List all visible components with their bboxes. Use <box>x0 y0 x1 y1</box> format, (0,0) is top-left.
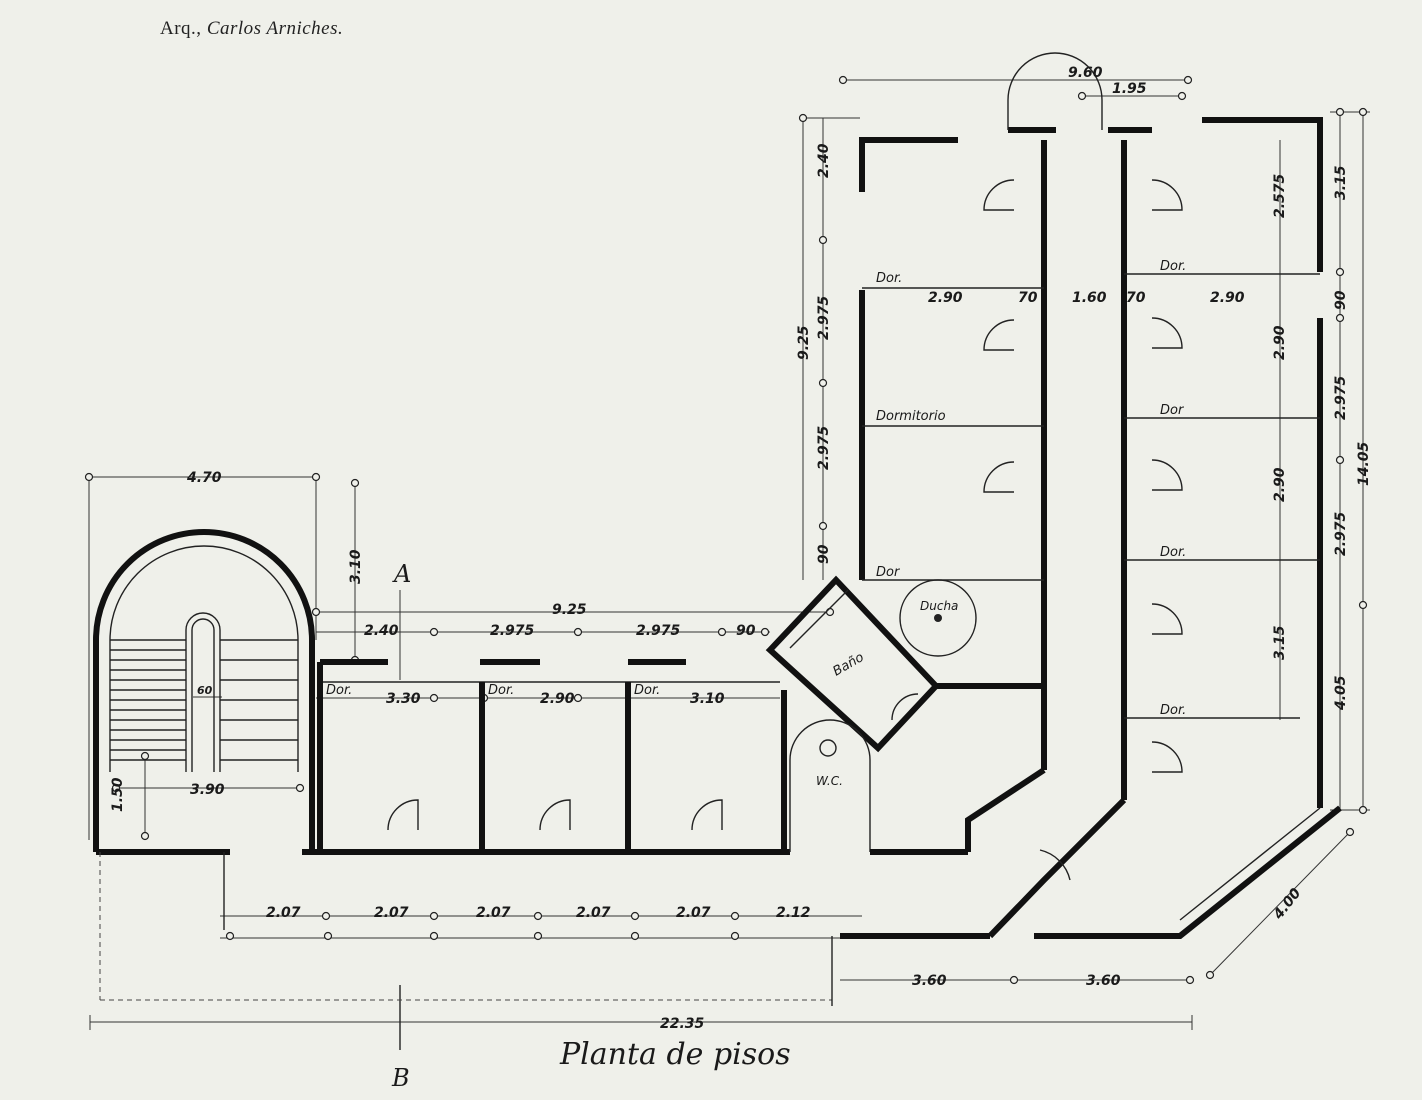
dim-room-290: 2.90 <box>540 691 575 707</box>
dim-right-2575: 2.575 <box>1272 173 1288 218</box>
room-labels: Dor. Dormitorio Dor Dor. Dor Dor. Dor. D… <box>326 259 1186 788</box>
room-label-dor-5: Dor. <box>1160 545 1186 560</box>
dim-stair-60: 60 <box>197 684 213 697</box>
room-label-wc: W.C. <box>816 774 843 788</box>
dim-row-290-a: 2.90 <box>928 290 963 306</box>
dim-stair-width: 4.70 <box>186 470 222 486</box>
dim-wing-925: 9.25 <box>552 602 587 618</box>
dim-total-2235: 22.35 <box>660 1016 705 1032</box>
dim-far-2975-a: 2.975 <box>1333 375 1349 420</box>
room-label-dor-6: Dor. <box>1160 703 1186 718</box>
dim-row-70-a: 70 <box>1018 290 1038 306</box>
section-mark-a: A <box>392 560 411 588</box>
room-label-dor-3: Dor. <box>1160 259 1186 274</box>
dim-far-1405: 14.05 <box>1356 441 1372 486</box>
dim-terr-4: 2.07 <box>576 905 611 921</box>
dim-terr-6: 2.12 <box>776 905 811 921</box>
dim-left-total: 9.25 <box>796 325 812 360</box>
dim-row-70-b: 70 <box>1126 290 1146 306</box>
author-prefix: Arq., <box>160 18 202 39</box>
drawing-title: Planta de pisos <box>559 1037 791 1072</box>
dim-stair-390: 3.90 <box>190 782 225 798</box>
dim-top-width: 9.60 <box>1068 65 1103 81</box>
dim-left-h3: 2.975 <box>816 425 832 470</box>
dim-diag-400: 4.00 <box>1270 885 1305 923</box>
room-label-bano: Baño <box>831 650 867 680</box>
dim-row-290-b: 2.90 <box>1210 290 1245 306</box>
room-label-dor-4: Dor <box>1160 403 1185 418</box>
dim-stair-310: 3.10 <box>348 549 364 584</box>
room-label-dor-1: Dor. <box>876 271 902 286</box>
shower-tray <box>899 579 977 657</box>
dim-stair-150: 1.50 <box>110 777 126 812</box>
wc-bowl <box>819 739 837 757</box>
dim-wing-90: 90 <box>736 623 756 639</box>
room-label-dormitorio: Dormitorio <box>876 409 946 424</box>
room-label-dor-2: Dor <box>876 565 901 580</box>
dim-right-290-b: 2.90 <box>1272 467 1288 502</box>
dim-room-310: 3.10 <box>690 691 725 707</box>
dim-terr-3: 2.07 <box>476 905 511 921</box>
dim-terr-5: 2.07 <box>676 905 711 921</box>
author-name: Carlos Arniches. <box>206 18 344 39</box>
dim-wing-2975-b: 2.975 <box>636 623 681 639</box>
room-label-dor-9: Dor. <box>634 683 660 698</box>
room-label-dor-8: Dor. <box>488 683 514 698</box>
dim-right-290-a: 2.90 <box>1272 325 1288 360</box>
dim-top-door: 1.95 <box>1112 81 1147 97</box>
dim-bottom-360-a: 3.60 <box>912 973 947 989</box>
dimension-markers <box>84 75 1368 985</box>
dim-far-315: 3.15 <box>1333 165 1349 200</box>
stair-steps <box>110 639 298 761</box>
walls <box>93 52 1342 1006</box>
dim-left-h1: 2.40 <box>816 143 832 178</box>
room-label-ducha: Ducha <box>920 599 958 613</box>
author-credit: Arq., Carlos Arniches. <box>160 18 343 40</box>
dim-far-2975-b: 2.975 <box>1333 511 1349 556</box>
dim-room-330: 3.30 <box>386 691 421 707</box>
dim-far-405: 4.05 <box>1333 675 1349 711</box>
section-mark-b: B <box>391 1064 410 1092</box>
dim-left-h2: 2.975 <box>816 295 832 340</box>
dim-right-315: 3.15 <box>1272 625 1288 660</box>
room-label-dor-7: Dor. <box>326 683 352 698</box>
dim-terr-1: 2.07 <box>266 905 301 921</box>
dim-bottom-360-b: 3.60 <box>1086 973 1121 989</box>
dim-wing-240: 2.40 <box>364 623 399 639</box>
dim-row-160: 1.60 <box>1072 290 1107 306</box>
dim-wing-2975-a: 2.975 <box>490 623 535 639</box>
dim-far-90: 90 <box>1333 290 1349 310</box>
dim-terr-2: 2.07 <box>374 905 409 921</box>
dim-left-small: 90 <box>816 544 832 564</box>
door-swings <box>387 179 1183 881</box>
